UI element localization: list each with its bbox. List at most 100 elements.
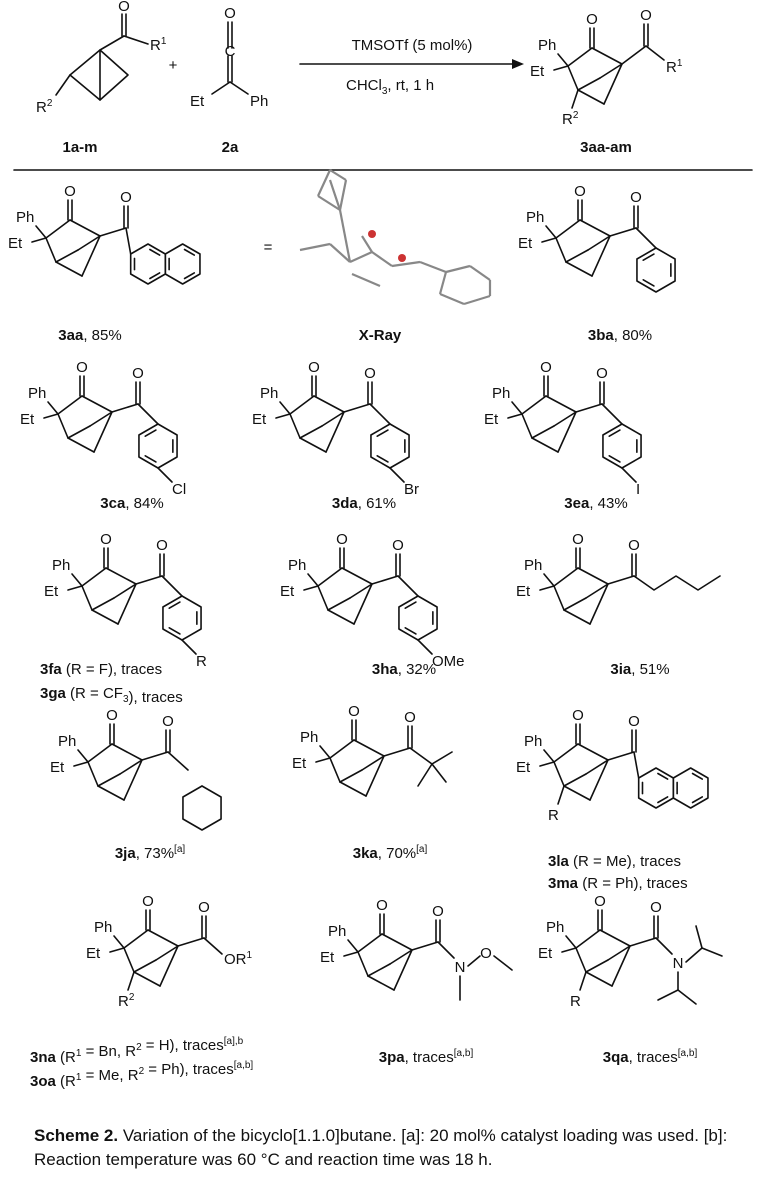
bond [127, 971, 135, 991]
bond [591, 235, 611, 277]
aromatic-bond [642, 253, 655, 262]
oxygen-label: O [630, 189, 642, 206]
oxygen-label: O [100, 531, 112, 548]
bond [109, 947, 125, 953]
bond [357, 951, 369, 977]
bond [159, 945, 179, 987]
phenyl-label: Ph [250, 93, 268, 110]
bond [577, 743, 609, 761]
oxygen-label: O [348, 703, 360, 720]
oxygen-label: O [376, 897, 388, 914]
bond [539, 585, 555, 591]
ethyl-label: Et [518, 235, 533, 252]
reaction-arrow: TMSOTf (5 mol%)CHCl3, rt, 1 h [299, 37, 524, 97]
bond [167, 751, 189, 771]
ring [637, 767, 675, 809]
bond [67, 585, 83, 591]
ring [672, 767, 709, 809]
aromatic-bond [691, 772, 704, 780]
bond [361, 755, 385, 771]
bond [181, 639, 197, 655]
bond [279, 401, 291, 415]
bond [579, 219, 611, 237]
oxygen-label: O [336, 531, 348, 548]
bond [381, 933, 413, 951]
xray-bond [439, 292, 465, 306]
bond [369, 403, 391, 425]
ethyl-label: Et [44, 583, 59, 600]
nitrogen-label: N [455, 959, 466, 976]
bold-bond [577, 77, 601, 91]
oxygen-label: O [432, 903, 444, 920]
bond [289, 413, 301, 439]
bond [397, 575, 419, 597]
phenyl-label: Ph [524, 557, 542, 574]
phenyl-label: Ph [546, 919, 564, 936]
xray-bond [351, 272, 381, 288]
bond [575, 403, 603, 413]
bond [545, 225, 557, 239]
bond [35, 225, 47, 239]
phenyl-label: Ph [538, 37, 556, 54]
compound-label-3ha: 3ha, 32% [372, 661, 436, 678]
compound-label-3ea: 3ea, 43% [564, 495, 627, 512]
xray-bond [317, 169, 331, 197]
bond [137, 403, 159, 425]
aromatic-bond [376, 454, 389, 463]
bond [561, 947, 577, 953]
bond [655, 937, 673, 955]
bond [97, 785, 125, 801]
xray-bond [469, 265, 491, 281]
bond [521, 395, 547, 415]
bond [607, 945, 631, 961]
bond [313, 395, 345, 413]
bond [357, 933, 383, 953]
bold-bond [55, 249, 79, 263]
bond [329, 757, 341, 783]
bond [57, 395, 83, 415]
r-label: R2 [562, 110, 579, 128]
phenyl-label: Ph [16, 209, 34, 226]
compound-label-3pa: 3pa, traces[a,b] [379, 1048, 474, 1066]
bold-bond [565, 249, 589, 263]
bond [575, 947, 587, 973]
compound-label-3ca: 3ca, 84% [100, 495, 163, 512]
bond [621, 45, 647, 65]
aromatic-bond [657, 772, 669, 780]
oxygen-label: O [392, 537, 404, 554]
oxygen-label: O [364, 365, 376, 382]
ethyl-label: Et [320, 949, 335, 966]
bond [575, 929, 601, 949]
bond [211, 81, 231, 95]
bond [565, 261, 593, 277]
bond [55, 261, 83, 277]
bold-bond [67, 425, 91, 439]
xray-bond [299, 242, 331, 252]
bond [563, 785, 591, 801]
bond [629, 937, 657, 947]
bond [141, 751, 169, 761]
r1-label: R1 [666, 58, 683, 76]
bond [135, 575, 163, 585]
product-label: 3aa-am [580, 139, 632, 156]
aromatic-bond [149, 272, 161, 280]
bond [553, 743, 579, 763]
xray-bond [328, 179, 342, 211]
oxygen-label: O [156, 537, 168, 554]
xray-oxygen [398, 254, 406, 262]
bond [543, 573, 555, 587]
aromatic-bond [691, 796, 704, 804]
ethyl-label: Et [50, 759, 65, 776]
bond [71, 573, 83, 587]
ethyl-label: Et [516, 759, 531, 776]
bond [607, 575, 635, 585]
bond [539, 761, 555, 767]
bold-bond [531, 425, 555, 439]
bond [365, 755, 385, 797]
bond [409, 747, 433, 765]
bond [45, 237, 57, 263]
